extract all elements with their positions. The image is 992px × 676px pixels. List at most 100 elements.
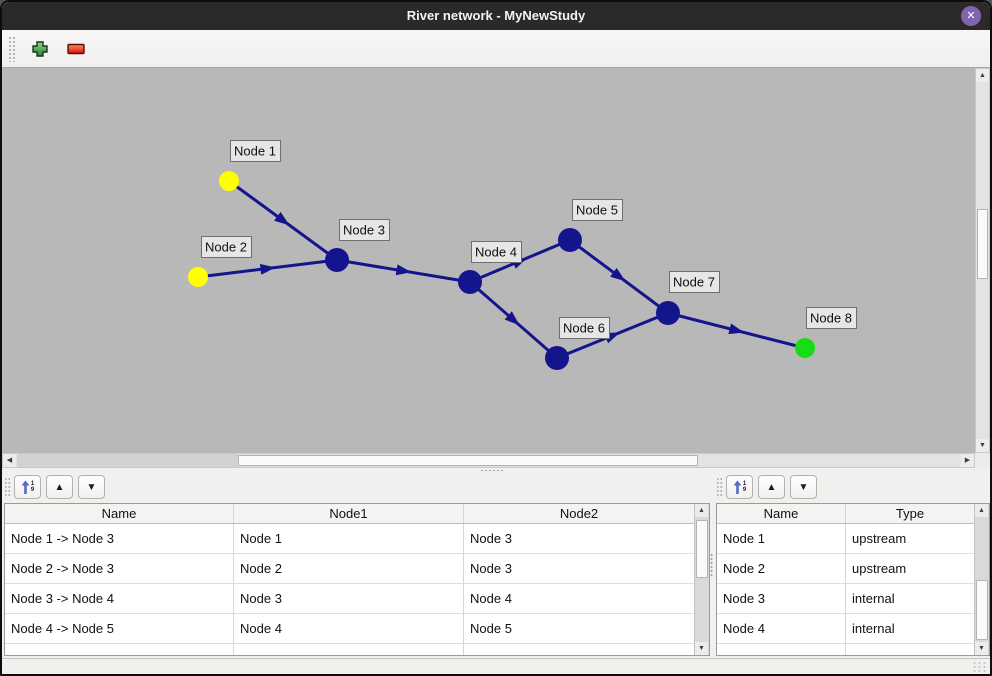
- horizontal-splitter[interactable]: [2, 468, 990, 473]
- node-label-box[interactable]: [669, 271, 720, 293]
- vertical-splitter[interactable]: [710, 503, 714, 656]
- remove-branch-button[interactable]: [64, 37, 88, 61]
- up-arrow-icon: ▲: [766, 481, 777, 493]
- table-cell: upstream: [846, 554, 975, 583]
- scroll-up-arrow-icon[interactable]: ▲: [975, 504, 988, 517]
- panel-grip-handle[interactable]: [716, 477, 723, 497]
- node-label-text: Node 4: [475, 245, 517, 260]
- node-node-7[interactable]: [656, 301, 680, 325]
- column-header-name[interactable]: Name: [5, 504, 234, 523]
- table-cell: Node 4: [464, 584, 695, 613]
- scroll-left-arrow-icon[interactable]: ◀: [3, 454, 16, 467]
- move-branch-up-button[interactable]: ▲: [46, 475, 73, 499]
- vertical-scroll-thumb[interactable]: [976, 580, 988, 640]
- scroll-up-arrow-icon[interactable]: ▲: [695, 504, 708, 517]
- node-label-box[interactable]: [559, 317, 610, 339]
- toolbar-grip-handle[interactable]: [8, 35, 16, 62]
- window-resize-grip[interactable]: [972, 661, 986, 672]
- scrollbar-corner: [975, 453, 990, 468]
- table-cell: Node 3: [717, 584, 846, 613]
- nodes-layer: [188, 171, 815, 370]
- add-branch-button[interactable]: [28, 37, 52, 61]
- table-cell: [464, 644, 695, 655]
- canvas-vertical-scrollbar[interactable]: ▲ ▼: [975, 68, 990, 453]
- node-node-2[interactable]: [188, 267, 208, 287]
- flow-direction-arrow-icon: [274, 211, 290, 226]
- table-cell: Node 2: [717, 554, 846, 583]
- nodes-table-scrollbar[interactable]: ▲ ▼: [974, 504, 989, 655]
- table-cell: Node 4 -> Node 5: [5, 614, 234, 643]
- horizontal-scroll-thumb[interactable]: [238, 455, 698, 466]
- table-cell: Node 3: [464, 524, 695, 553]
- scroll-up-arrow-icon[interactable]: ▲: [976, 69, 989, 82]
- node-label-text: Node 8: [810, 311, 852, 326]
- scroll-pretrack[interactable]: [17, 454, 238, 467]
- node-label-text: Node 3: [343, 223, 385, 238]
- vertical-scroll-thumb[interactable]: [977, 209, 988, 279]
- node-node-1[interactable]: [219, 171, 239, 191]
- node-node-3[interactable]: [325, 248, 349, 272]
- column-header-type[interactable]: Type: [846, 504, 975, 523]
- panel-grip-handle[interactable]: [4, 477, 11, 497]
- node-label-text: Node 1: [234, 144, 276, 159]
- node-label-box[interactable]: [572, 199, 623, 221]
- branches-table-scrollbar[interactable]: ▲ ▼: [694, 504, 709, 655]
- node-label-box[interactable]: [201, 236, 252, 258]
- column-header-name[interactable]: Name: [717, 504, 846, 523]
- node-node-8[interactable]: [795, 338, 815, 358]
- node-label-box[interactable]: [471, 241, 522, 263]
- vertical-scroll-thumb[interactable]: [696, 520, 708, 578]
- node-node-5[interactable]: [558, 228, 582, 252]
- node-node-6[interactable]: [545, 346, 569, 370]
- scroll-down-arrow-icon[interactable]: ▼: [695, 642, 708, 655]
- scroll-right-arrow-icon[interactable]: ▶: [961, 454, 974, 467]
- column-header-node2[interactable]: Node2: [464, 504, 695, 523]
- move-node-down-button[interactable]: ▼: [790, 475, 817, 499]
- node-node-4[interactable]: [458, 270, 482, 294]
- move-node-up-button[interactable]: ▲: [758, 475, 785, 499]
- canvas-horizontal-scrollbar[interactable]: ◀ ▶: [2, 453, 975, 468]
- move-branch-down-button[interactable]: ▼: [78, 475, 105, 499]
- table-cell: Node 3 -> Node 4: [5, 584, 234, 613]
- node-label-box[interactable]: [806, 307, 857, 329]
- splitter-dots: [710, 553, 713, 577]
- table-cell: Node 3: [234, 584, 464, 613]
- table-cell: Node 1: [717, 524, 846, 553]
- node-label-box[interactable]: [339, 219, 390, 241]
- table-cell: [717, 644, 846, 655]
- flow-direction-arrow-icon: [504, 311, 520, 326]
- titlebar[interactable]: River network - MyNewStudy ✕: [2, 2, 990, 30]
- scroll-down-arrow-icon[interactable]: ▼: [976, 439, 989, 452]
- node-label-box[interactable]: [230, 140, 281, 162]
- scroll-down-arrow-icon[interactable]: ▼: [975, 642, 988, 655]
- table-cell: upstream: [846, 524, 975, 553]
- flow-direction-arrow-icon: [395, 264, 412, 276]
- close-button[interactable]: ✕: [961, 6, 981, 26]
- table-cell: Node 4: [717, 614, 846, 643]
- table-row-empty: [5, 644, 709, 655]
- down-arrow-icon: ▼: [86, 481, 97, 493]
- window-title: River network - MyNewStudy: [406, 8, 586, 23]
- column-header-node1[interactable]: Node1: [234, 504, 464, 523]
- table-row-empty: [717, 644, 989, 655]
- table-cell: [234, 644, 464, 655]
